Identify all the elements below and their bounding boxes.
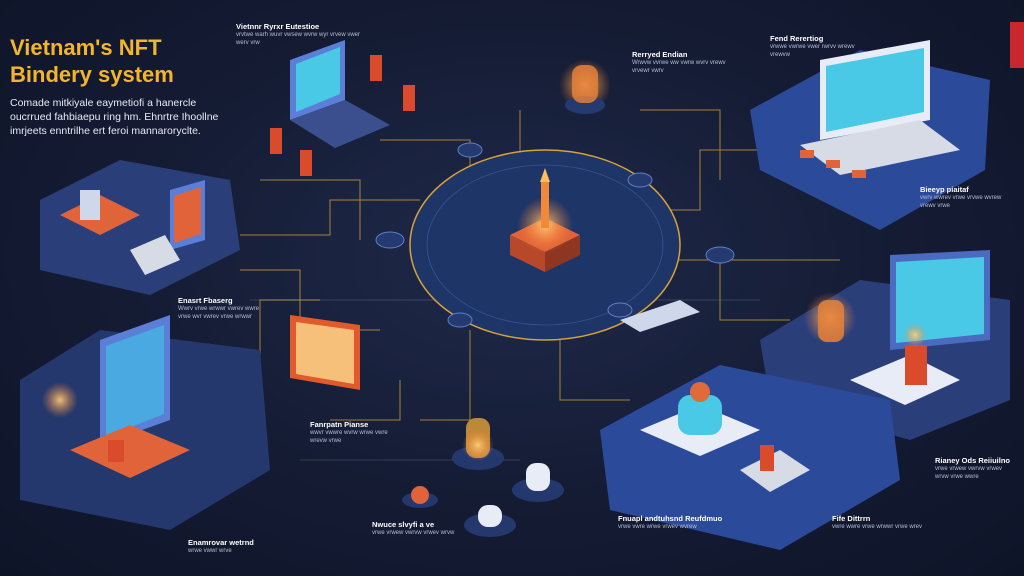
warning-panel xyxy=(290,315,360,390)
platform-bottom-left xyxy=(20,315,270,530)
laptop-top-left xyxy=(290,40,390,148)
central-tower xyxy=(510,168,580,272)
dark-slab xyxy=(620,300,700,332)
circuit-lines xyxy=(180,109,840,421)
corner-tab xyxy=(1010,22,1024,68)
platform-top-right xyxy=(750,40,990,230)
lantern-pillars xyxy=(270,55,415,176)
platform-bottom-right xyxy=(600,365,900,550)
glowing-pod-top xyxy=(559,59,611,114)
ring-nodes xyxy=(375,142,735,328)
intro-text: Comade mitkiyale eaymetiofi a hanercle o… xyxy=(10,97,219,137)
platform-left xyxy=(40,160,240,295)
bottom-center-nodes xyxy=(402,418,564,537)
page-title: Vietnam's NFT Bindery system xyxy=(10,35,174,87)
